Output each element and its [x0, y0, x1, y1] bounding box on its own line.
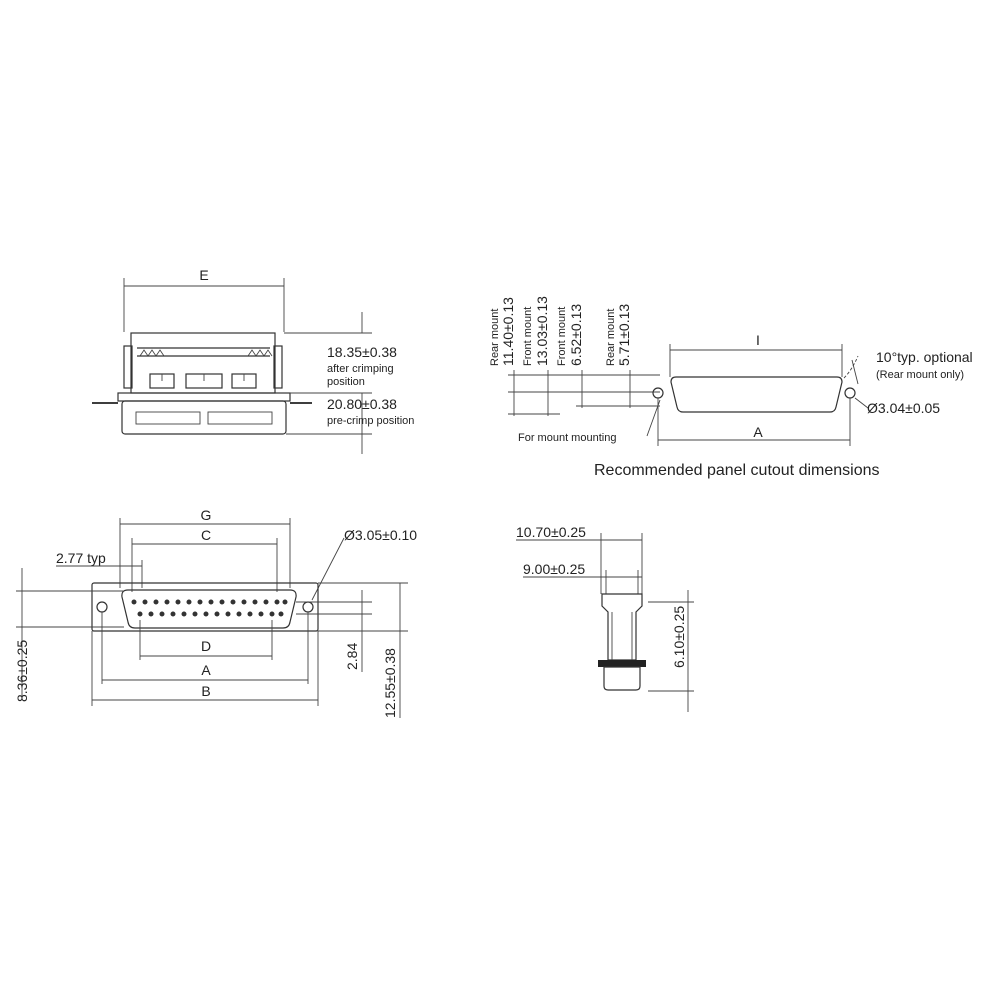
rear-mount-b-label: Rear mount	[605, 309, 617, 366]
pin-row-bottom	[137, 611, 284, 617]
rear-mount-b-value: 5.71±0.13	[616, 304, 632, 366]
hole-diameter: Ø3.04±0.05	[867, 400, 940, 416]
pin-row-top	[131, 599, 288, 605]
dim-c-label: C	[201, 527, 211, 543]
front-mount-a-label: Front mount	[522, 307, 534, 366]
dim-i-label: I	[756, 332, 760, 348]
dim-d-label: D	[201, 638, 211, 654]
rear-mount-a-label: Rear mount	[489, 309, 501, 366]
row-offset-label: 2.84	[344, 643, 360, 670]
angle-note: 10°typ. optional	[876, 349, 973, 365]
crimp-height-note-1: after crimping	[327, 363, 394, 375]
front-mount-a-value: 13.03±0.13	[534, 296, 550, 366]
profile-width-2: 9.00±0.25	[523, 561, 585, 577]
front-height-label: 8.36±0.25	[14, 640, 30, 702]
precrimp-height-value: 20.80±0.38	[327, 396, 397, 412]
dim-a-label: A	[753, 424, 763, 440]
front-mount-b-label: Front mount	[556, 307, 568, 366]
profile-height: 6.10±0.25	[671, 606, 687, 668]
crimp-height-note-2: position	[327, 376, 365, 388]
front-mount-b-value: 6.52±0.13	[568, 304, 584, 366]
angle-subnote: (Rear mount only)	[876, 369, 964, 381]
overall-height-label: 12.55±0.38	[382, 648, 398, 718]
precrimp-height-note: pre-crimp position	[327, 415, 414, 427]
dim-e-label: E	[199, 267, 208, 283]
profile-width-1: 10.70±0.25	[516, 524, 586, 540]
profile-drawing: 10.70±0.25 9.00±0.25 6.10±0.25	[516, 524, 694, 712]
front-hole-diameter: Ø3.05±0.10	[344, 527, 417, 543]
dim-g-label: G	[201, 507, 212, 523]
panel-cutout-caption: Recommended panel cutout dimensions	[594, 462, 880, 479]
dim-b-label: B	[201, 683, 210, 699]
crimp-height-value: 18.35±0.38	[327, 344, 397, 360]
dim-a-front-label: A	[201, 662, 211, 678]
pitch-label: 2.77 typ	[56, 550, 106, 566]
mount-note: For mount mounting	[518, 432, 616, 444]
rear-mount-a-value: 11.40±0.13	[500, 297, 516, 366]
front-view-drawing: G C 2.77 typ Ø3.05±0.10 D	[14, 507, 417, 718]
side-view-drawing: E 18.35±0.38 after crimping position 20.…	[92, 267, 414, 454]
panel-cutout-drawing: Rear mount 11.40±0.13 Front mount 13.03±…	[489, 296, 973, 479]
